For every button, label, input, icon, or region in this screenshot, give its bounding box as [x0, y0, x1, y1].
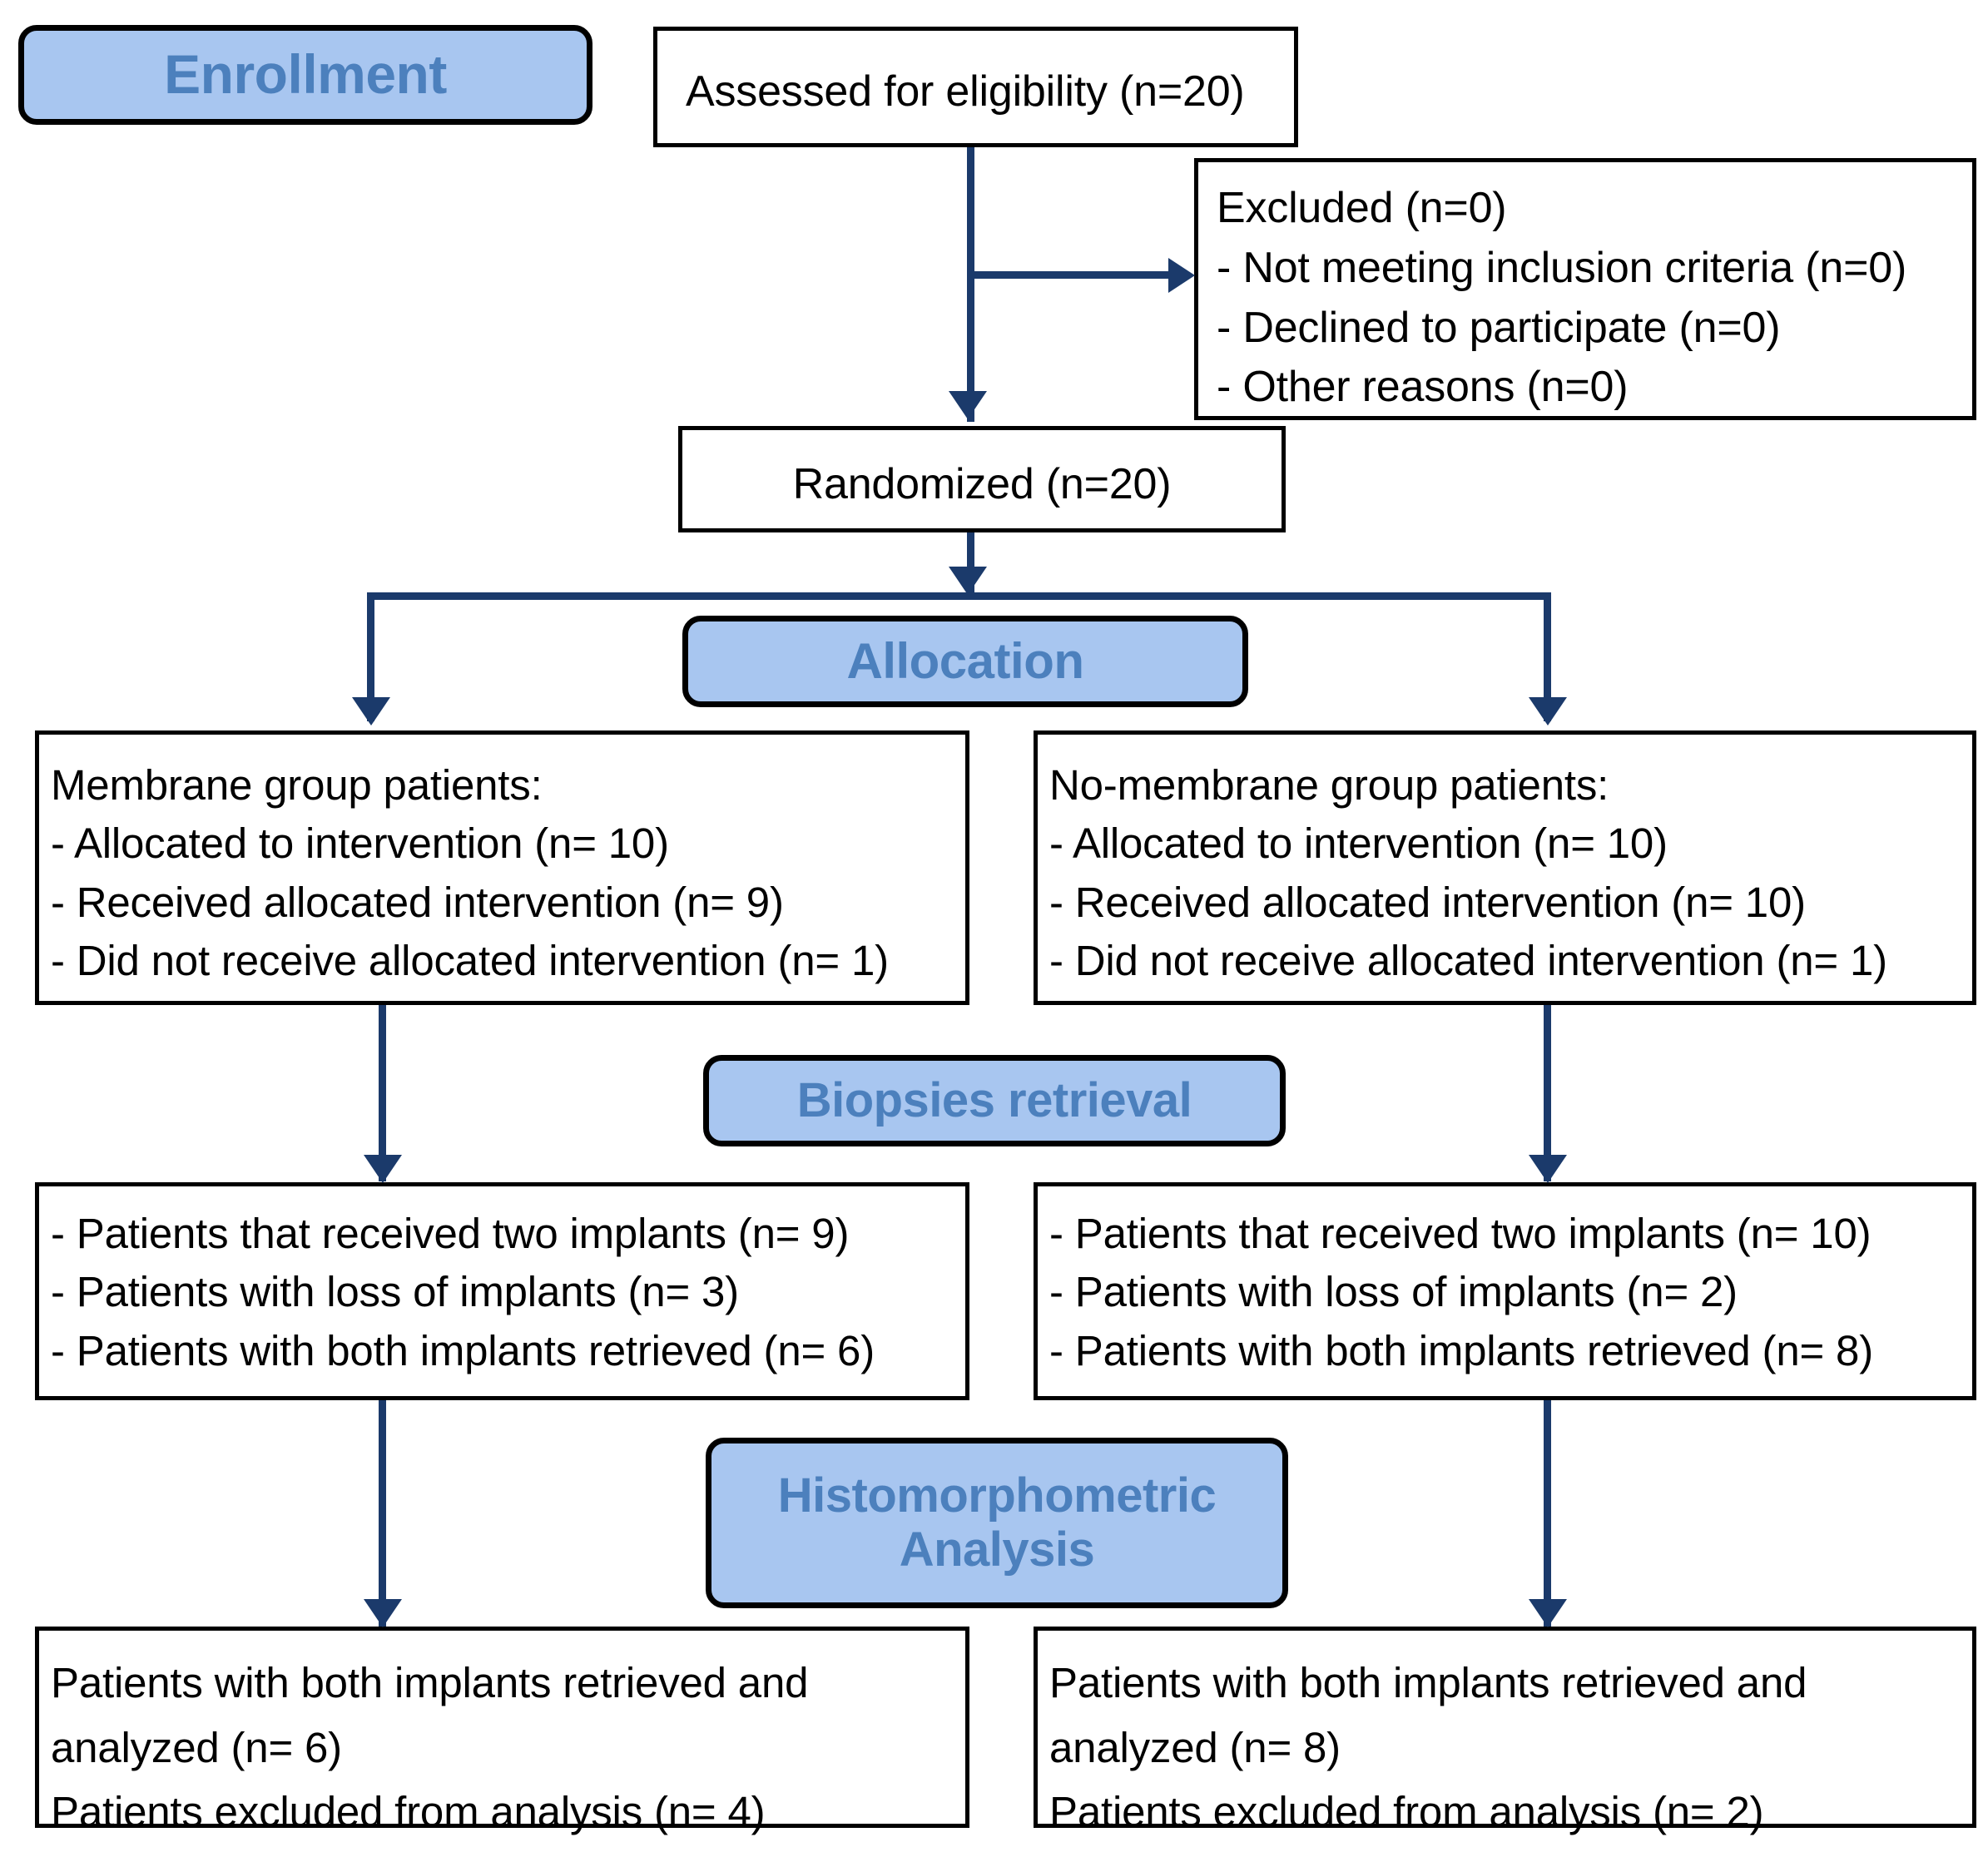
connector-biopsies-left [379, 1005, 386, 1181]
arrow-biopsies-left [364, 1155, 402, 1183]
box-allocation-left: Membrane group patients: - Allocated to … [35, 730, 969, 1005]
stage-badge-histo-line-2: Analysis [899, 1522, 1095, 1577]
connector-allocation-left-drop [367, 592, 374, 721]
connector-biopsies-right [1544, 1005, 1551, 1181]
stage-badge-histomorphometric-analysis: Histomorphometric Analysis [706, 1438, 1288, 1608]
connector-randomized-down [967, 532, 974, 595]
box-analysis-right-line-2: analyzed (n= 8) [1049, 1723, 1341, 1771]
box-biopsies-left-line-1: - Patients that received two implants (n… [51, 1210, 850, 1257]
box-biopsies-right-line-3: - Patients with both implants retrieved … [1049, 1326, 1874, 1374]
arrow-analysis-right [1529, 1599, 1567, 1627]
connector-assessed-to-randomized [967, 147, 974, 422]
box-allocation-left-line-4: - Did not receive allocated intervention… [51, 937, 889, 985]
stage-badge-allocation-label: Allocation [846, 633, 1084, 690]
stage-badge-biopsies-label: Biopsies retrieval [796, 1072, 1192, 1127]
box-excluded-line-2: - Not meeting inclusion criteria (n=0) [1217, 243, 1907, 292]
box-biopsies-left-line-2: - Patients with loss of implants (n= 3) [51, 1268, 739, 1316]
box-excluded-line-1: Excluded (n=0) [1217, 184, 1507, 232]
box-analysis-right: Patients with both implants retrieved an… [1034, 1627, 1976, 1835]
box-analysis-left-line-2: analyzed (n= 6) [51, 1723, 342, 1771]
arrow-analysis-left [364, 1599, 402, 1627]
connector-analysis-left [379, 1400, 386, 1627]
arrow-allocation-right [1529, 697, 1567, 725]
box-allocation-right: No-membrane group patients: - Allocated … [1034, 730, 1976, 1005]
connector-allocation-bus [367, 592, 1551, 600]
arrow-assessed-to-randomized [949, 391, 987, 419]
box-randomized: Randomized (n=20) [678, 426, 1286, 532]
stage-badge-biopsies-retrieval: Biopsies retrieval [703, 1055, 1286, 1146]
connector-analysis-right [1544, 1400, 1551, 1627]
box-analysis-right-line-1: Patients with both implants retrieved an… [1049, 1659, 1807, 1706]
box-allocation-left-line-3: - Received allocated intervention (n= 9) [51, 878, 784, 926]
arrow-randomized-to-split [949, 567, 987, 595]
box-biopsies-left-line-3: - Patients with both implants retrieved … [51, 1326, 875, 1374]
box-allocation-left-line-1: Membrane group patients: [51, 761, 543, 809]
box-excluded-line-4: - Other reasons (n=0) [1217, 363, 1629, 412]
box-biopsies-left: - Patients that received two implants (n… [35, 1182, 969, 1400]
stage-badge-allocation: Allocation [682, 616, 1248, 707]
arrow-biopsies-right [1529, 1155, 1567, 1183]
box-biopsies-right-line-2: - Patients with loss of implants (n= 2) [1049, 1268, 1738, 1316]
box-allocation-right-line-4: - Did not receive allocated intervention… [1049, 937, 1887, 985]
stage-badge-enrollment: Enrollment [18, 25, 592, 125]
box-excluded-line-3: - Declined to participate (n=0) [1217, 303, 1781, 352]
stage-badge-enrollment-label: Enrollment [164, 43, 447, 106]
box-excluded: Excluded (n=0) - Not meeting inclusion c… [1194, 158, 1976, 420]
box-analysis-left-line-1: Patients with both implants retrieved an… [51, 1659, 809, 1706]
box-assessed-for-eligibility: Assessed for eligibility (n=20) [653, 27, 1298, 147]
box-analysis-right-line-3: Patients excluded from analysis (n= 2) [1049, 1788, 1764, 1836]
arrow-allocation-left [352, 697, 390, 725]
box-allocation-right-line-3: - Received allocated intervention (n= 10… [1049, 878, 1806, 926]
box-analysis-left: Patients with both implants retrieved an… [35, 1627, 969, 1835]
box-biopsies-right-line-1: - Patients that received two implants (n… [1049, 1210, 1871, 1257]
connector-allocation-right-drop [1544, 592, 1551, 721]
box-allocation-right-line-2: - Allocated to intervention (n= 10) [1049, 820, 1668, 868]
arrow-to-excluded [1168, 258, 1195, 293]
connector-to-excluded [967, 271, 1175, 279]
box-allocation-left-line-2: - Allocated to intervention (n= 10) [51, 820, 669, 868]
box-analysis-left-line-3: Patients excluded from analysis (n= 4) [51, 1788, 766, 1836]
box-randomized-line-1: Randomized (n=20) [792, 460, 1172, 508]
box-biopsies-right: - Patients that received two implants (n… [1034, 1182, 1976, 1400]
box-allocation-right-line-1: No-membrane group patients: [1049, 761, 1609, 809]
stage-badge-histo-line-1: Histomorphometric [777, 1468, 1217, 1523]
box-assessed-line-1: Assessed for eligibility (n=20) [686, 67, 1245, 116]
